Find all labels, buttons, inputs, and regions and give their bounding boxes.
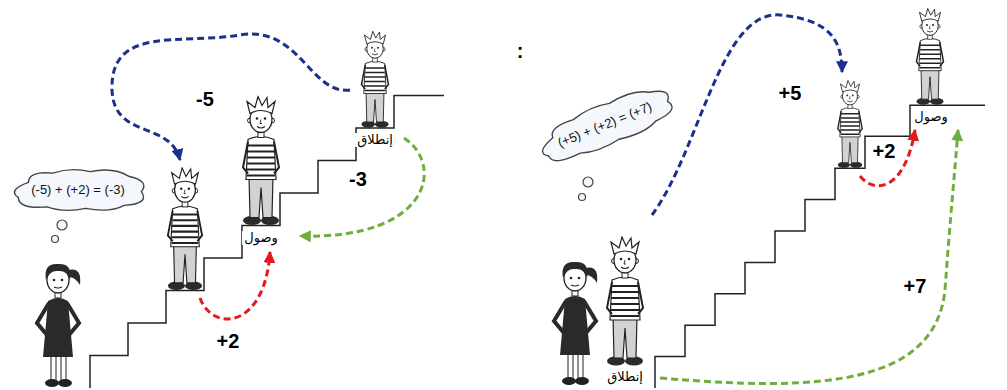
girl-figure xyxy=(554,262,597,385)
position-label: وصول xyxy=(242,228,279,246)
thought-cloud: (-5) + (+2) = (-3) xyxy=(7,167,150,213)
move-value: +2 xyxy=(871,140,898,162)
thought-bubble xyxy=(583,177,593,187)
position-label: إنطلاق xyxy=(605,367,645,385)
move-arrow xyxy=(112,34,350,160)
move-arrow xyxy=(860,130,915,186)
position-label: وصول xyxy=(912,107,949,125)
cloud-outline xyxy=(534,80,677,169)
position-label: إنطلاق xyxy=(355,130,395,148)
thought-cloud: (+5) + (+2) = (+7) xyxy=(526,75,684,175)
staircase xyxy=(90,96,444,389)
thought-bubble xyxy=(52,236,59,243)
move-arrow xyxy=(200,252,270,319)
move-arrow xyxy=(660,130,958,384)
punctuation-mark: : xyxy=(515,40,526,62)
move-value: +2 xyxy=(871,140,898,162)
move-value: -3 xyxy=(347,168,369,190)
position-label: وصول xyxy=(242,231,279,245)
move-value: -5 xyxy=(194,88,216,110)
boy-figure xyxy=(243,97,279,226)
boy-figure xyxy=(838,80,862,167)
move-value: -3 xyxy=(347,168,369,190)
punctuation-mark: : xyxy=(515,40,526,62)
boy-figure xyxy=(917,8,944,104)
move-arrow xyxy=(652,15,842,215)
move-arrow xyxy=(300,138,424,236)
boy-figure xyxy=(607,237,643,366)
boy-figure xyxy=(168,168,202,290)
position-label: وصول xyxy=(912,110,949,124)
staircase xyxy=(655,105,985,388)
move-value: -5 xyxy=(194,88,216,110)
move-value: +7 xyxy=(902,275,929,297)
thought-bubble xyxy=(57,220,67,230)
move-value: +2 xyxy=(215,330,242,352)
position-label: إنطلاق xyxy=(355,133,395,147)
cloud-outline xyxy=(14,170,143,211)
girl-figure xyxy=(37,264,80,387)
thought-bubble xyxy=(579,194,586,201)
boy-figure xyxy=(362,31,389,127)
move-value: +5 xyxy=(777,82,804,104)
move-value: +7 xyxy=(902,275,929,297)
equation-text: (+5) + (+2) = (+7) xyxy=(556,99,654,150)
position-label: إنطلاق xyxy=(605,370,645,384)
move-value: +5 xyxy=(777,82,804,104)
equation-text: (-5) + (+2) = (-3) xyxy=(31,183,125,198)
move-value: +2 xyxy=(215,330,242,352)
